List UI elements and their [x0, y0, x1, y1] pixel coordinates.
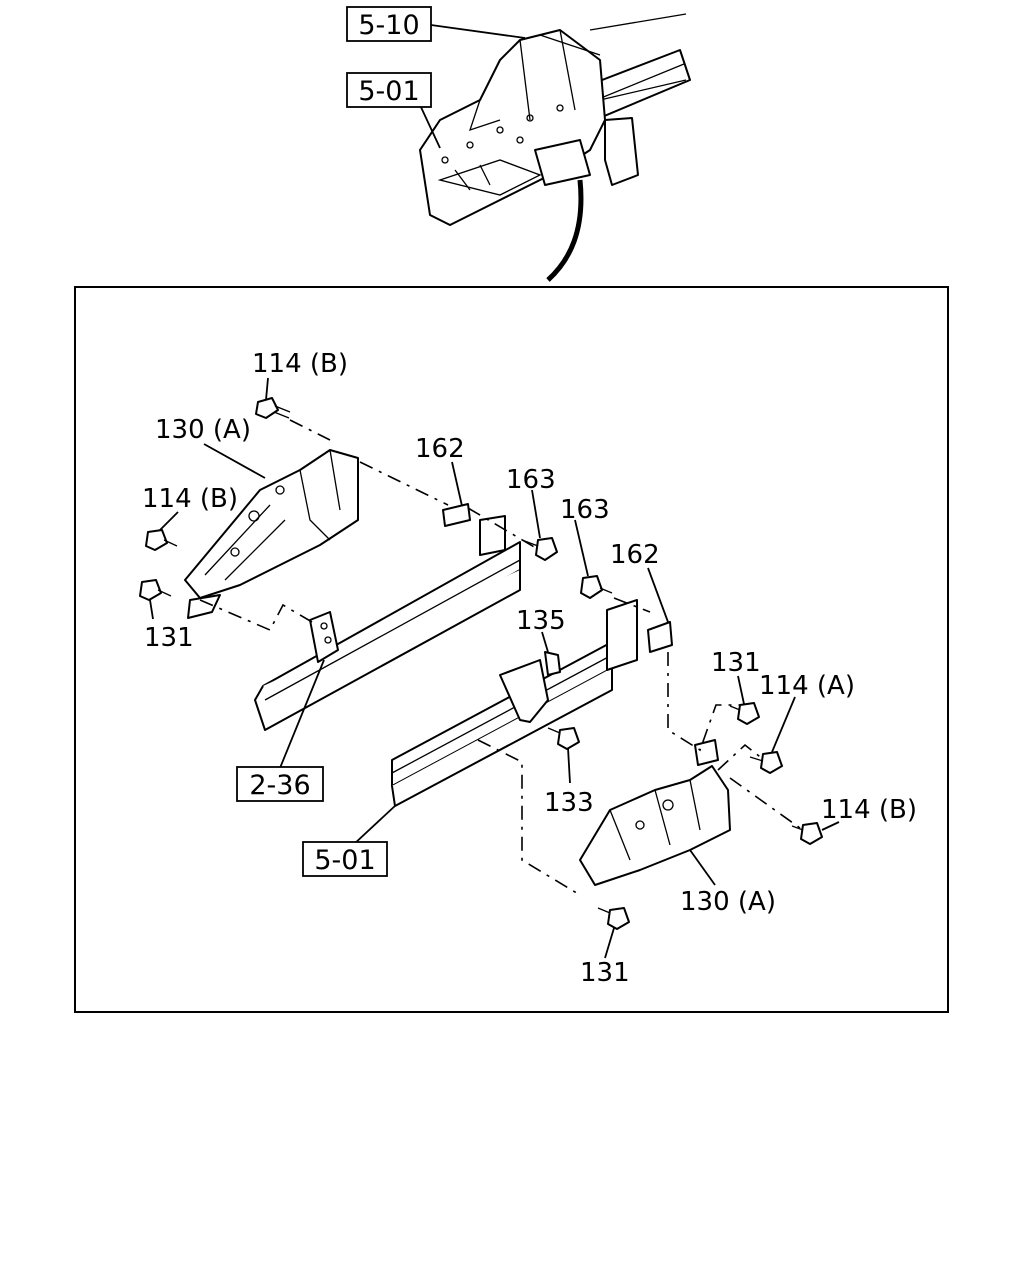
ref-box-5-01-detail[interactable]: 5-01 [302, 841, 388, 877]
label-131-left: 131 [144, 623, 194, 653]
label-114b-top: 114 (B) [252, 349, 348, 379]
svg-text:5-01: 5-01 [314, 845, 375, 876]
frame-overview-illustration [419, 13, 691, 282]
ref-box-2-36[interactable]: 2-36 [236, 766, 324, 802]
svg-text:5-01: 5-01 [358, 76, 419, 107]
label-162-left: 162 [415, 434, 465, 464]
label-162-right: 162 [610, 540, 660, 570]
label-133: 133 [544, 788, 594, 818]
label-130a-right: 130 (A) [680, 887, 776, 917]
ref-box-5-01-top[interactable]: 5-01 [346, 72, 432, 108]
label-163-right: 163 [560, 495, 610, 525]
label-163-left: 163 [506, 465, 556, 495]
label-114a-right: 114 (A) [759, 671, 855, 701]
label-114b-right: 114 (B) [821, 795, 917, 825]
label-131-bottom: 131 [580, 958, 630, 988]
detail-frame [74, 286, 949, 1013]
label-130a-left: 130 (A) [155, 415, 251, 445]
label-114b-left: 114 (B) [142, 484, 238, 514]
label-135: 135 [516, 606, 566, 636]
detail-illustration [139, 397, 823, 930]
leader-lines [149, 377, 840, 959]
ref-box-5-10[interactable]: 5-10 [346, 6, 432, 42]
svg-text:2-36: 2-36 [249, 770, 310, 801]
label-131-right: 131 [711, 648, 761, 678]
svg-text:5-10: 5-10 [358, 10, 419, 41]
